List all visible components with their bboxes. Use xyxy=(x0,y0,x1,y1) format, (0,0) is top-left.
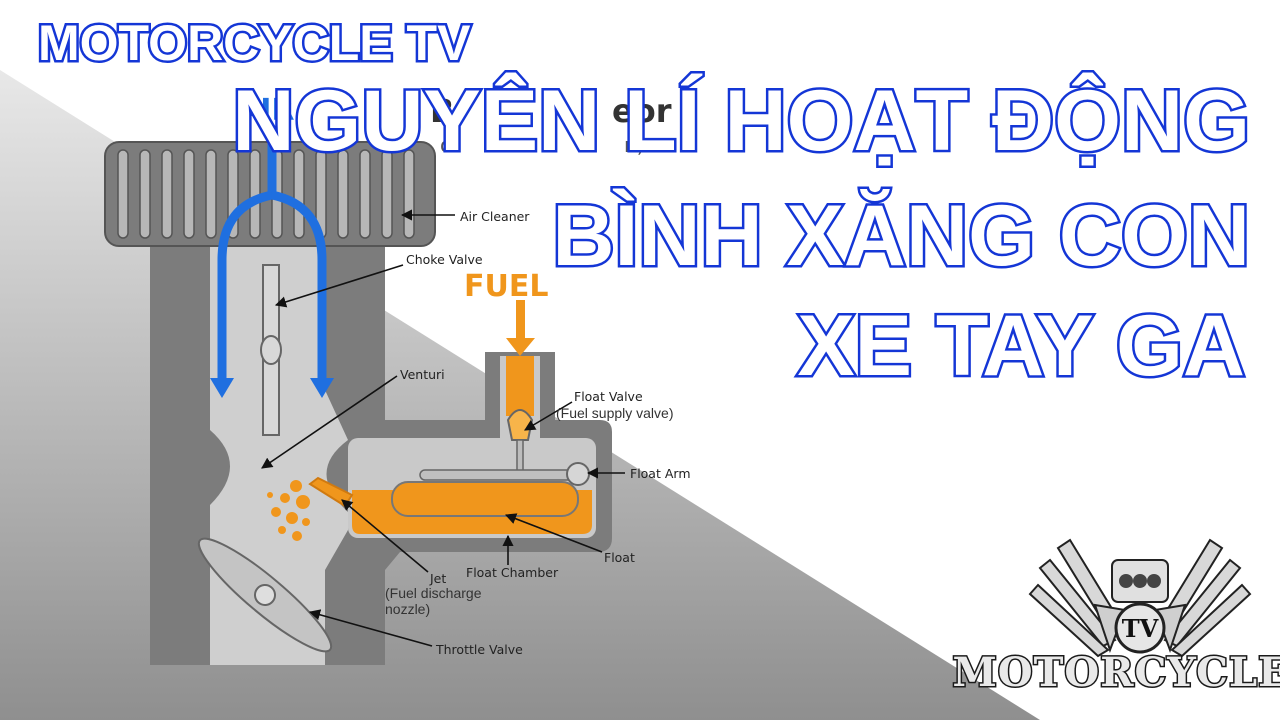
label-float-valve-sub: (Fuel supply valve) xyxy=(556,405,674,421)
label-float-valve: Float Valve xyxy=(574,389,643,404)
label-jet-sub2: nozzle) xyxy=(385,601,430,617)
label-venturi: Venturi xyxy=(400,367,445,382)
float xyxy=(391,481,579,517)
throttle-valve xyxy=(197,537,333,653)
fuel-spray xyxy=(267,480,310,541)
channel-logo: TV MOTORCYCLES xyxy=(951,538,1280,698)
label-air-cleaner: Air Cleaner xyxy=(460,209,530,224)
float-arm-pivot xyxy=(566,462,590,486)
logo-badge xyxy=(1114,602,1166,654)
callout-float-valve xyxy=(524,401,573,431)
choke-valve xyxy=(260,264,282,436)
channel-name: MOTORCYCLE TV xyxy=(38,15,471,71)
float-arm xyxy=(419,469,581,481)
air-arrow-right-head xyxy=(310,378,334,398)
logo-text: MOTORCYCLES xyxy=(953,649,1280,696)
title-line-1: NGUYÊN LÍ HOẠT ĐỘNG xyxy=(232,73,1250,169)
label-jet-sub1: (Fuel discharge xyxy=(385,585,482,601)
diagram-heading-partial-right: eor xyxy=(612,92,672,130)
fuel-inlet-column xyxy=(506,356,534,416)
float-valve xyxy=(506,409,534,441)
air-flow-arrows xyxy=(217,128,327,380)
callout-throttle-valve xyxy=(308,609,433,647)
video-title: NGUYÊN LÍ HOẠT ĐỘNG BÌNH XĂNG CON XE TAY… xyxy=(230,71,1253,397)
callout-venturi xyxy=(261,375,398,469)
diagram-subheading-partial: o xyxy=(440,133,452,157)
fuel-arrow-shaft xyxy=(516,300,525,342)
label-jet: Jet xyxy=(429,571,446,586)
callout-jet xyxy=(341,499,429,573)
diagram-subheading-partial-right: n) xyxy=(624,133,644,157)
label-throttle-valve: Throttle Valve xyxy=(435,642,523,657)
label-float-chamber: Float Chamber xyxy=(466,565,559,580)
logo-badge-text: TV xyxy=(1122,614,1159,643)
label-choke-valve: Choke Valve xyxy=(406,252,483,267)
diagram-heading-partial: B xyxy=(430,92,454,130)
callout-choke-valve xyxy=(274,264,404,308)
callout-float xyxy=(504,513,603,553)
label-float-arm: Float Arm xyxy=(630,466,691,481)
fuel-arrow-head xyxy=(506,338,535,356)
title-line-2: BÌNH XĂNG CON xyxy=(552,188,1250,284)
air-arrow-left-head xyxy=(210,378,234,398)
air-label: AIR xyxy=(237,93,294,128)
label-float: Float xyxy=(604,550,635,565)
title-line-3: XE TAY GA xyxy=(797,298,1245,394)
carburetor-diagram: AIR FUEL Air Cleaner Choke Valve Venturi… xyxy=(104,93,691,665)
fuel-label: FUEL xyxy=(464,269,548,304)
venturi-left xyxy=(210,430,230,505)
